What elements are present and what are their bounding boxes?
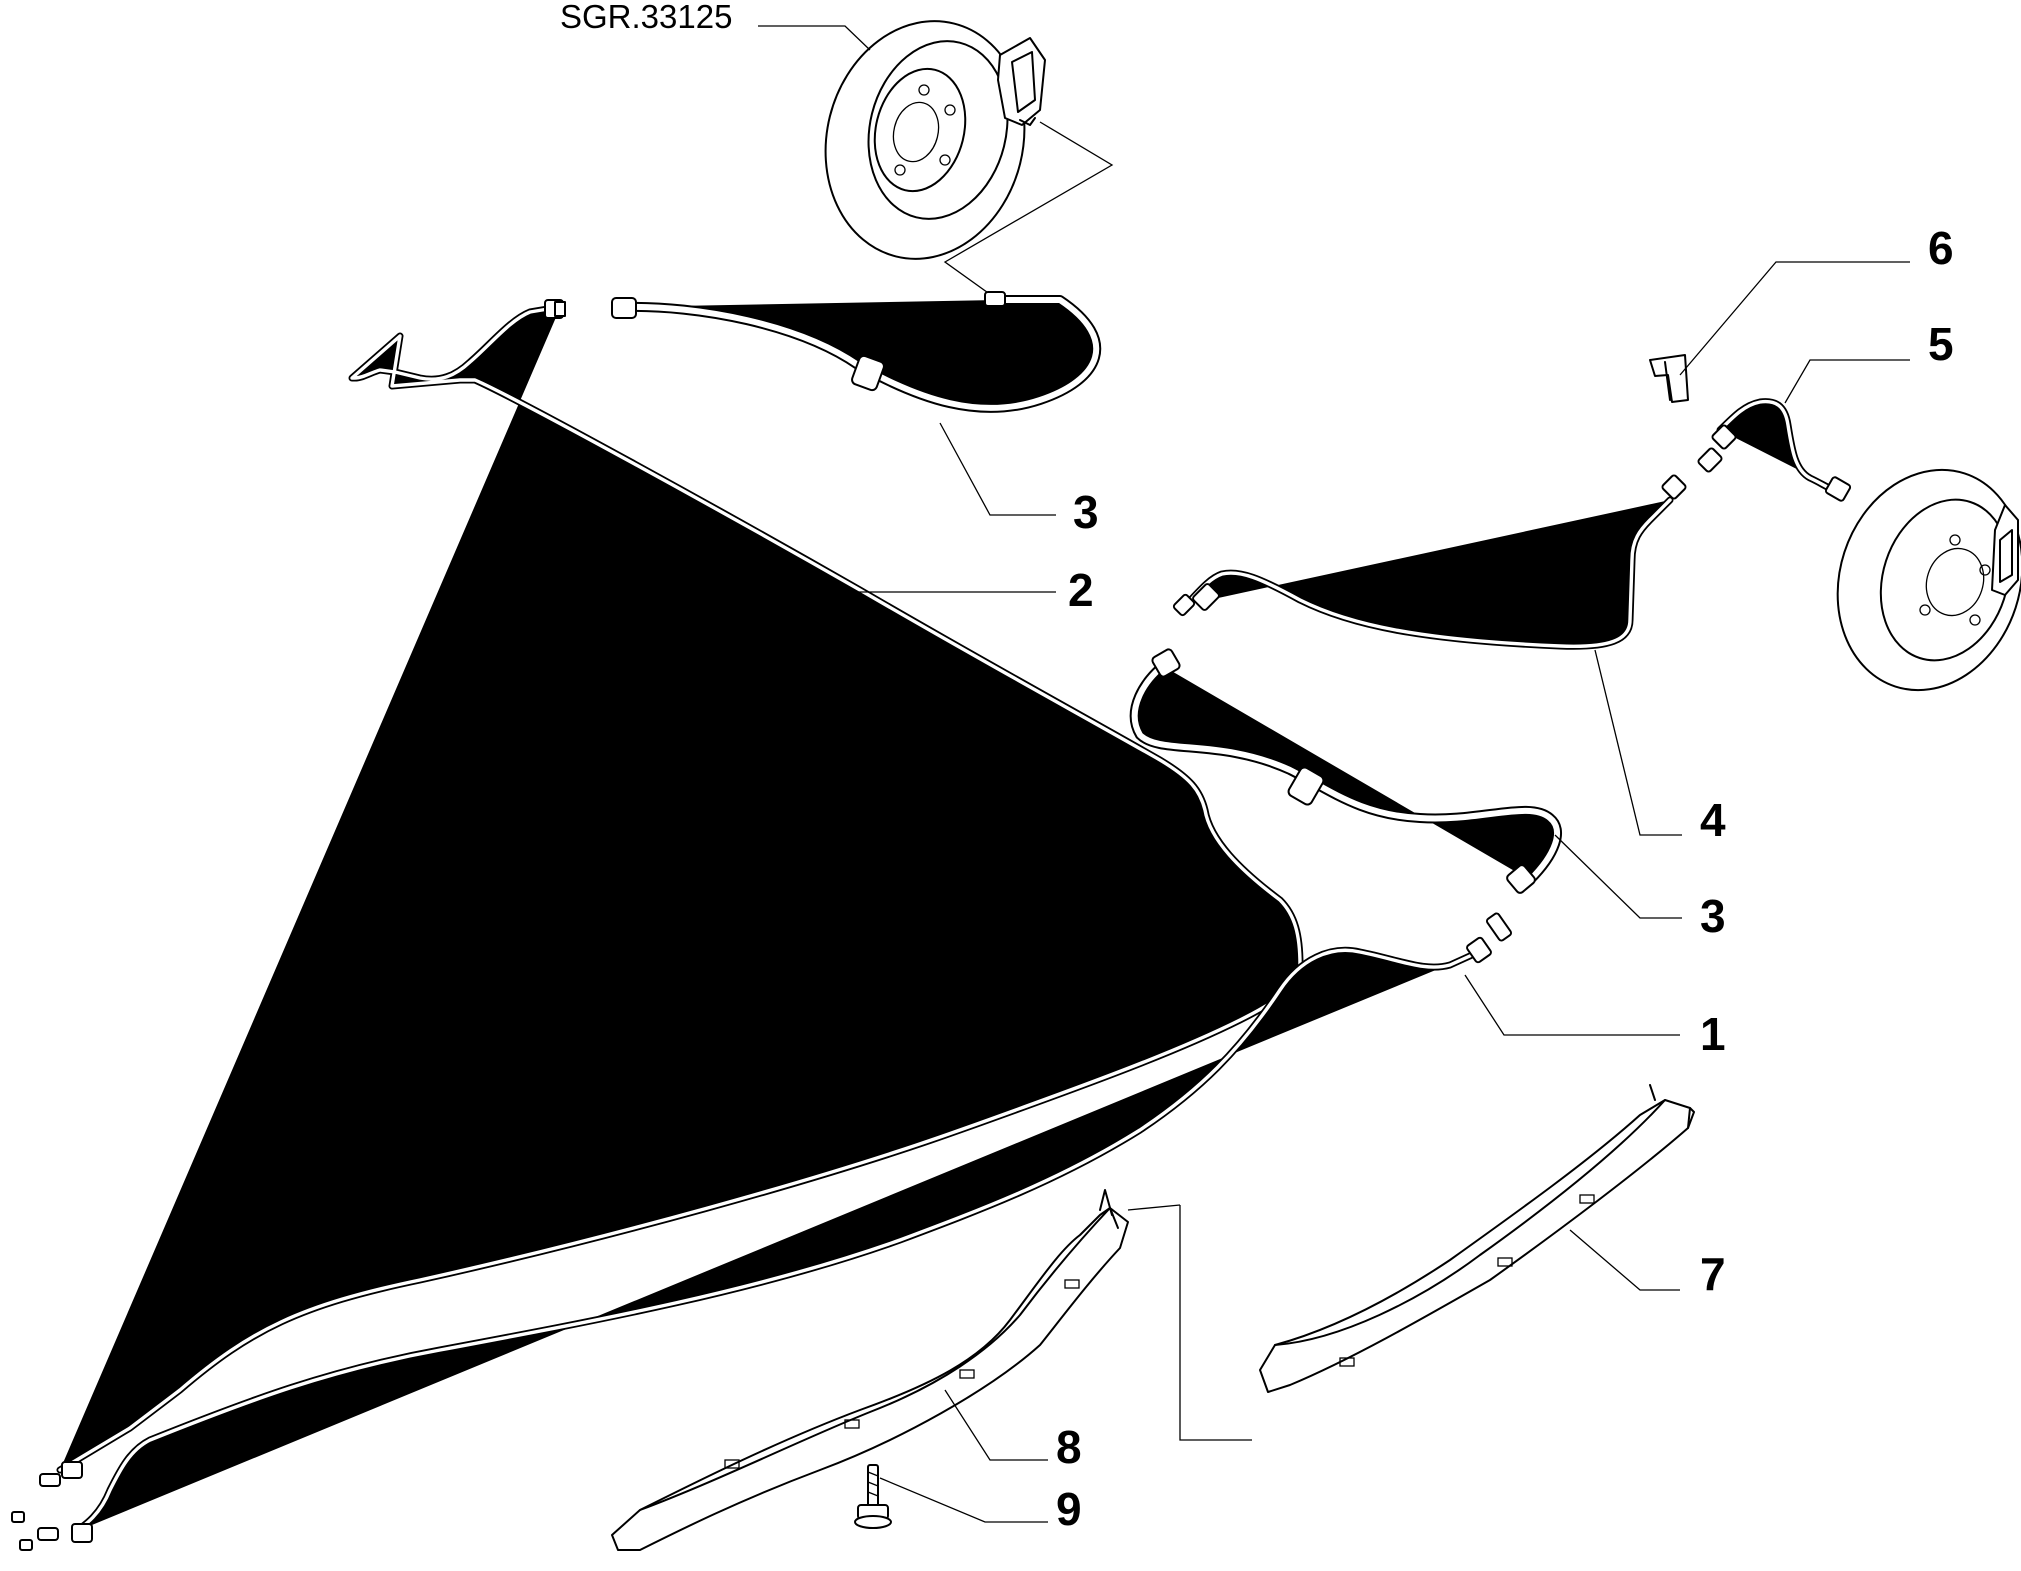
- callout-1: 1: [1700, 1008, 1726, 1060]
- brake-pipe-2: [60, 308, 1300, 1470]
- pipe-clip-6: [1649, 354, 1689, 403]
- pipe-guard-7: [1259, 1084, 1695, 1393]
- hose-3-upper-fittings: [544, 291, 1006, 392]
- right-brake-disc: [1836, 468, 2021, 692]
- pipe-unions: [11, 424, 1852, 1551]
- callout-3-upper: 3: [1073, 486, 1099, 538]
- callout-5: 5: [1928, 318, 1954, 370]
- left-brake-caliper: [997, 37, 1046, 126]
- left-brake-disc: [824, 20, 1026, 260]
- callout-9: 9: [1056, 1483, 1082, 1535]
- caliper-connection-guide: [943, 121, 1252, 1441]
- brake-hose-3-upper: [544, 291, 1096, 408]
- pipe-guard-8: [611, 1189, 1129, 1551]
- brake-pipe-4: [1186, 500, 1670, 646]
- brake-hose-3-lower: [1135, 648, 1557, 894]
- reference-code: SGR.33125: [560, 0, 732, 35]
- brake-pipe-1: [75, 950, 1472, 1532]
- callout-4: 4: [1700, 794, 1726, 846]
- callout-2: 2: [1068, 564, 1094, 616]
- callout-3-lower: 3: [1700, 890, 1726, 942]
- screw-9: [854, 1464, 892, 1529]
- callout-7: 7: [1700, 1248, 1726, 1300]
- callout-6: 6: [1928, 222, 1954, 274]
- hose-3-lower-fittings: [1151, 648, 1536, 894]
- right-brake-caliper: [1991, 504, 2019, 596]
- callout-8: 8: [1056, 1421, 1082, 1473]
- leader-lines: [758, 25, 1910, 1523]
- brake-pipe-5: [1720, 402, 1838, 490]
